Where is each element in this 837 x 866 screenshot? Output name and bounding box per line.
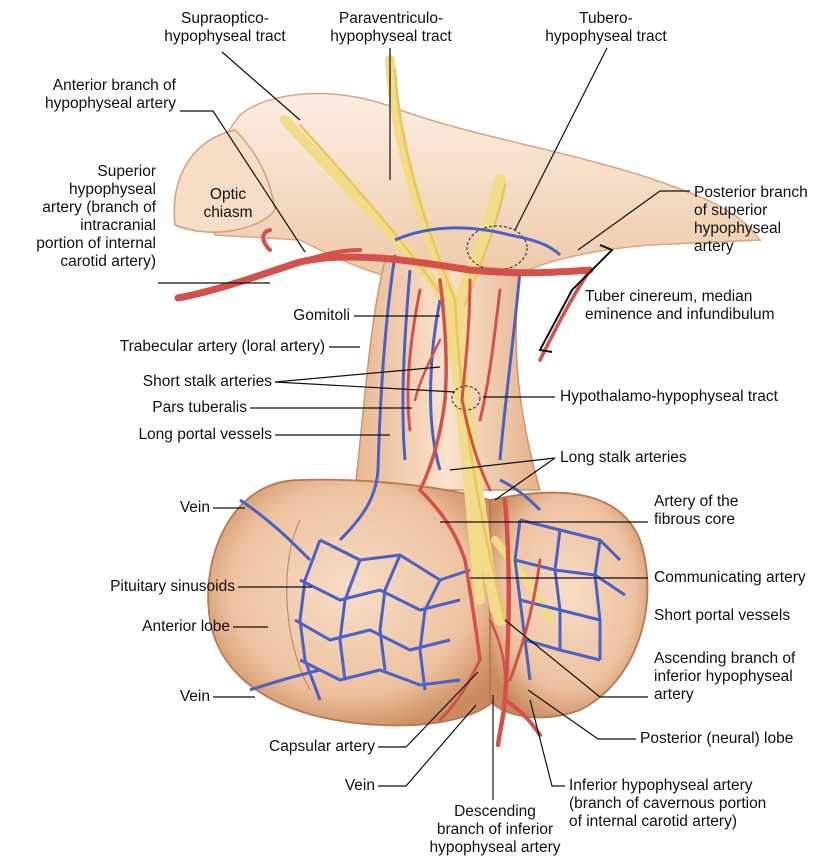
label-capsular-artery: Capsular artery [220,738,375,756]
label-vein-mid: Vein [150,688,210,706]
label-anterior-lobe: Anterior lobe [90,618,230,636]
label-hypothalamo-tract: Hypothalamo-hypophyseal tract [560,388,830,406]
label-descending-branch: Descending branch of inferior hypophysea… [405,803,585,857]
label-artery-fibrous-core: Artery of the fibrous core [654,493,794,529]
label-anterior-branch: Anterior branch of hypophyseal artery [10,77,176,113]
label-pituitary-sinusoids: Pituitary sinusoids [40,578,235,596]
label-ascending-branch: Ascending branch of inferior hypophyseal… [654,650,834,704]
label-gomitoli: Gomitoli [240,307,350,325]
label-posterior-branch: Posterior branch of superior hypophyseal… [694,184,834,256]
label-posterior-lobe: Posterior (neural) lobe [640,730,835,748]
label-trabecular: Trabecular artery (loral artery) [40,338,325,356]
label-short-stalk: Short stalk arteries [90,373,272,391]
label-supraoptico: Supraoptico- hypophyseal tract [160,10,290,46]
label-optic-chiasm: Optic chiasm [188,186,268,222]
label-paraventriculo: Paraventriculo- hypophyseal tract [316,10,466,46]
label-tubero: Tubero- hypophyseal tract [526,10,686,46]
label-long-portal: Long portal vessels [80,426,272,444]
label-long-stalk: Long stalk arteries [560,449,760,467]
label-pars-tuberalis: Pars tuberalis [100,399,247,417]
label-tuber-cinereum: Tuber cinereum, median eminence and infu… [585,288,830,324]
label-vein-top: Vein [150,499,210,517]
label-superior-hypophyseal: Superior hypophyseal artery (branch of i… [10,163,156,271]
label-inferior-hypophyseal: Inferior hypophyseal artery (branch of c… [569,777,834,831]
label-communicating-artery: Communicating artery [654,569,834,587]
label-short-portal: Short portal vessels [654,607,829,625]
label-vein-bottom: Vein [310,777,375,795]
